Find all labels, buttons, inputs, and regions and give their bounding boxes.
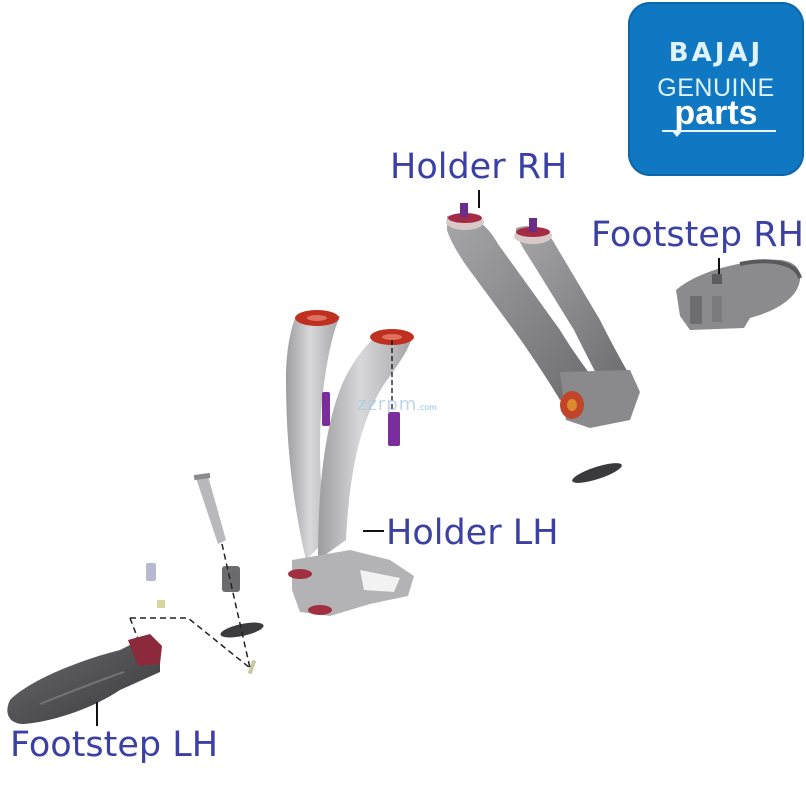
leader-footstep-lh — [96, 702, 98, 726]
washer-rh-part — [572, 463, 622, 483]
bajaj-genuine-parts-logo: BAJAJ GENUINE parts — [628, 2, 804, 176]
bolt-lh-1 — [322, 392, 330, 426]
label-holder-lh: Holder LH — [386, 513, 559, 553]
pivot-pin-part — [193, 472, 226, 544]
logo-brand: BAJAJ — [668, 38, 764, 68]
holder-rh-part — [446, 203, 640, 428]
leader-footstep-rh — [718, 258, 720, 274]
logo-genuine: GENUINE — [657, 74, 775, 102]
spring-part — [222, 566, 240, 592]
watermark-prefix: zz — [357, 394, 378, 415]
small-clip-part — [146, 563, 156, 581]
watermark: zzrpm.com — [357, 394, 437, 415]
watermark-suffix: .com — [417, 403, 437, 412]
small-nut-part — [157, 600, 165, 608]
washer-lh-part — [220, 622, 264, 638]
label-footstep-rh: Footstep RH — [591, 215, 804, 255]
logo-caret-icon — [671, 130, 683, 137]
logo-parts: parts — [674, 94, 758, 132]
holder-lh-part — [286, 310, 414, 616]
leader-holder-rh — [478, 190, 480, 208]
label-footstep-lh: Footstep LH — [10, 725, 219, 765]
label-holder-rh: Holder RH — [390, 147, 568, 187]
split-pin-part — [247, 659, 257, 675]
bolt-lh-2 — [388, 412, 400, 446]
watermark-main: rpm — [377, 394, 418, 415]
leader-holder-lh — [363, 530, 384, 532]
logo-underline — [662, 130, 776, 132]
footstep-lh-part — [7, 634, 162, 724]
footstep-rh-part — [676, 259, 802, 330]
